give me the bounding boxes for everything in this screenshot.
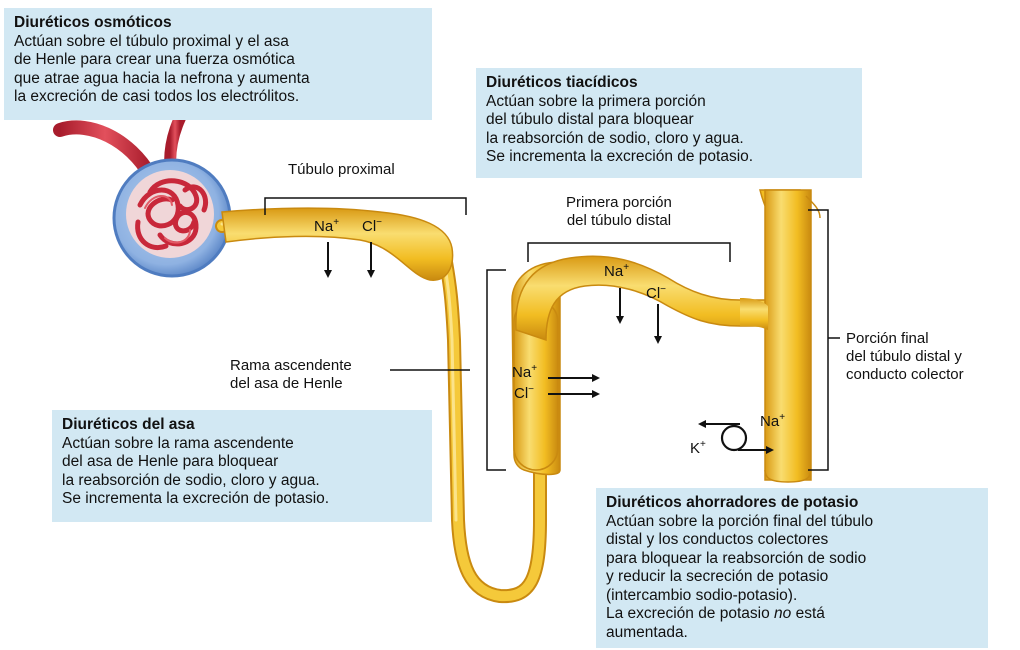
loop-line: Actúan sobre la rama ascendente <box>62 435 422 454</box>
loop-diuretics-box: Diuréticos del asa Actúan sobre la rama … <box>52 410 432 522</box>
potassium-line: Actúan sobre la porción final del túbulo <box>606 513 978 532</box>
potassium-line-final: aumentada. <box>606 624 978 643</box>
ion-na-distal: Na+ <box>604 263 629 280</box>
osmotic-diuretics-box: Diuréticos osmóticos Actúan sobre el túb… <box>4 8 432 120</box>
sodium-potassium-pump-icon <box>722 426 746 450</box>
final-line2: del túbulo distal y <box>846 348 964 366</box>
ion-charge: + <box>531 363 537 374</box>
thiazide-line: Actúan sobre la primera porción <box>486 93 852 112</box>
potassium-last-post: está <box>791 605 825 622</box>
thiazide-line: del túbulo distal para bloquear <box>486 111 852 130</box>
distal-first-line1: Primera porción <box>566 194 672 212</box>
proximal-tubule-label: Túbulo proximal <box>288 161 395 179</box>
final-line3: conducto colector <box>846 366 964 384</box>
ion-charge: + <box>623 262 629 273</box>
potassium-line: (intercambio sodio-potasio). <box>606 587 978 606</box>
ion-symbol: Na <box>512 364 531 381</box>
ion-na-proximal: Na+ <box>314 218 339 235</box>
ascending-line2: del asa de Henle <box>230 375 352 393</box>
ion-symbol: Cl <box>514 385 528 402</box>
ion-symbol: Cl <box>362 218 376 235</box>
potassium-last-emphasis: no <box>774 605 791 622</box>
osmotic-line: Actúan sobre el túbulo proximal y el asa <box>14 33 422 52</box>
ion-charge: + <box>700 439 706 450</box>
distal-final-collecting-label: Porción final del túbulo distal y conduc… <box>846 330 964 384</box>
loop-line: Se incrementa la excreción de potasio. <box>62 490 422 509</box>
osmotic-line: que atrae agua hacia la nefrona y aument… <box>14 70 422 89</box>
potassium-line-last: La excreción de potasio no está <box>606 605 978 624</box>
thiazide-line: Se incrementa la excreción de potasio. <box>486 148 852 167</box>
potassium-sparing-title: Diuréticos ahorradores de potasio <box>606 494 978 513</box>
osmotic-diuretics-title: Diuréticos osmóticos <box>14 14 422 33</box>
proximal-tubule-label-text: Túbulo proximal <box>288 161 395 179</box>
potassium-last-pre: La excreción de potasio <box>606 605 774 622</box>
ion-na-ascending: Na+ <box>512 364 537 381</box>
ion-cl-proximal: Cl− <box>362 218 382 235</box>
thiazide-line: la reabsorción de sodio, cloro y agua. <box>486 130 852 149</box>
ion-symbol: Cl <box>646 285 660 302</box>
ion-k-collecting: K+ <box>690 440 706 457</box>
ion-cl-distal: Cl− <box>646 285 666 302</box>
potassium-line: distal y los conductos colectores <box>606 531 978 550</box>
nephron-tubule <box>222 214 540 596</box>
potassium-sparing-diuretics-box: Diuréticos ahorradores de potasio Actúan… <box>596 488 988 648</box>
loop-diuretics-title: Diuréticos del asa <box>62 416 422 435</box>
ion-charge: − <box>376 217 382 228</box>
distal-first-line2: del túbulo distal <box>566 212 672 230</box>
potassium-line: y reducir la secreción de potasio <box>606 568 978 587</box>
ion-charge: − <box>660 284 666 295</box>
ion-na-collecting: Na+ <box>760 413 785 430</box>
osmotic-line: la excreción de casi todos los electróli… <box>14 88 422 107</box>
distal-first-portion-label: Primera porción del túbulo distal <box>566 194 672 230</box>
loop-line: del asa de Henle para bloquear <box>62 453 422 472</box>
ion-symbol: Na <box>314 218 333 235</box>
thiazide-diuretics-box: Diuréticos tiacídicos Actúan sobre la pr… <box>476 68 862 178</box>
collecting-duct <box>740 190 820 482</box>
ion-cl-ascending: Cl− <box>514 385 534 402</box>
ion-symbol: Na <box>604 263 623 280</box>
osmotic-line: de Henle para crear una fuerza osmótica <box>14 51 422 70</box>
ion-charge: + <box>779 412 785 423</box>
ion-charge: + <box>333 217 339 228</box>
ascending-line1: Rama ascendente <box>230 357 352 375</box>
ascending-limb-label: Rama ascendente del asa de Henle <box>230 357 352 393</box>
thiazide-diuretics-title: Diuréticos tiacídicos <box>486 74 852 93</box>
loop-line: la reabsorción de sodio, cloro y agua. <box>62 472 422 491</box>
ion-charge: − <box>528 384 534 395</box>
final-line1: Porción final <box>846 330 964 348</box>
ion-symbol: K <box>690 440 700 457</box>
potassium-line: para bloquear la reabsorción de sodio <box>606 550 978 569</box>
glomerulus <box>114 160 230 276</box>
ion-symbol: Na <box>760 413 779 430</box>
